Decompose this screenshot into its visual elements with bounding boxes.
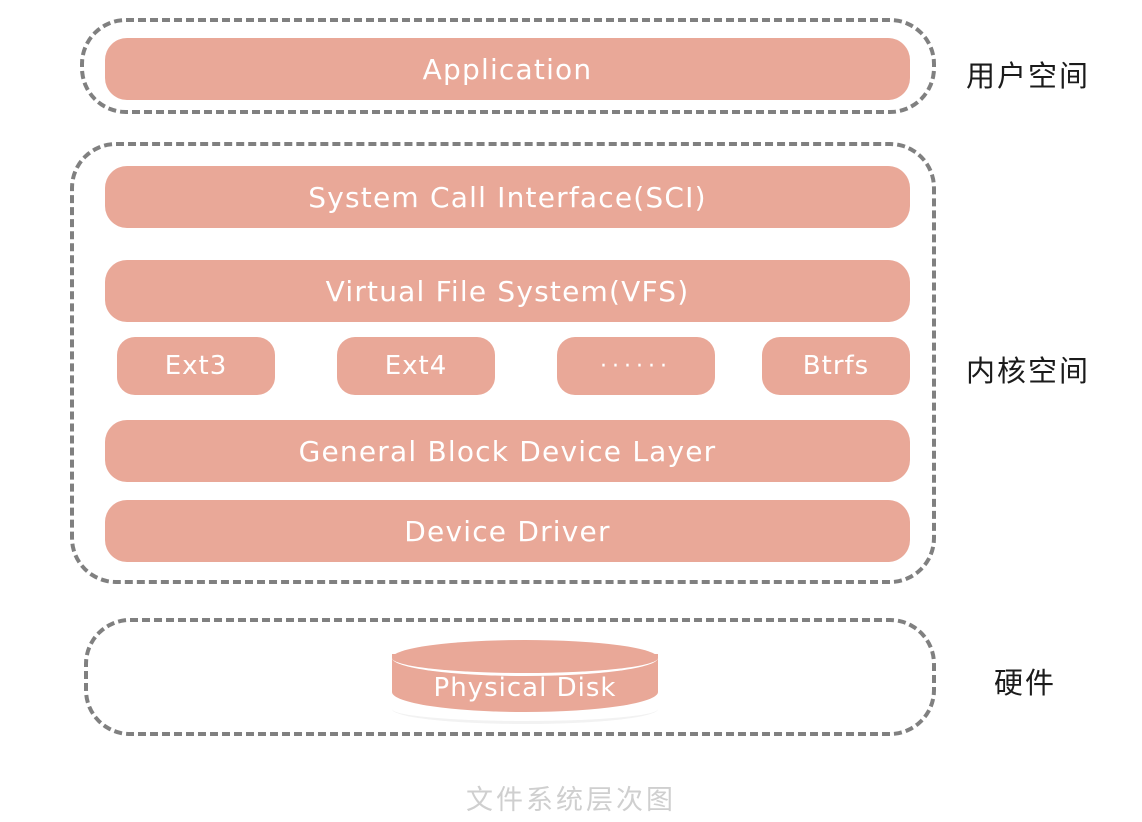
filesystem-ext4[interactable]: Ext4 xyxy=(337,337,495,395)
region-hardware xyxy=(84,618,936,736)
zone-label-hardware: 硬件 xyxy=(994,666,1057,700)
layer-system-call-interface[interactable]: System Call Interface(SCI) xyxy=(105,166,910,228)
filesystem-btrfs[interactable]: Btrfs xyxy=(762,337,910,395)
cylinder-top-ellipse xyxy=(392,640,658,676)
zone-label-user-space: 用户空间 xyxy=(966,59,1091,93)
layer-application[interactable]: Application xyxy=(105,38,910,100)
filesystem-ext3[interactable]: Ext3 xyxy=(117,337,275,395)
layer-device-driver[interactable]: Device Driver xyxy=(105,500,910,562)
layer-general-block-device-layer[interactable]: General Block Device Layer xyxy=(105,420,910,482)
region-kernel-space xyxy=(70,142,936,584)
diagram-caption: 文件系统层次图 xyxy=(466,785,676,816)
filesystem-more-ellipsis[interactable]: ······ xyxy=(557,337,715,395)
region-user-space xyxy=(80,18,936,114)
physical-disk-cylinder[interactable]: Physical Disk xyxy=(392,640,658,724)
layer-virtual-file-system[interactable]: Virtual File System(VFS) xyxy=(105,260,910,322)
zone-label-kernel-space: 内核空间 xyxy=(966,354,1091,388)
physical-disk-label: Physical Disk xyxy=(433,673,617,703)
